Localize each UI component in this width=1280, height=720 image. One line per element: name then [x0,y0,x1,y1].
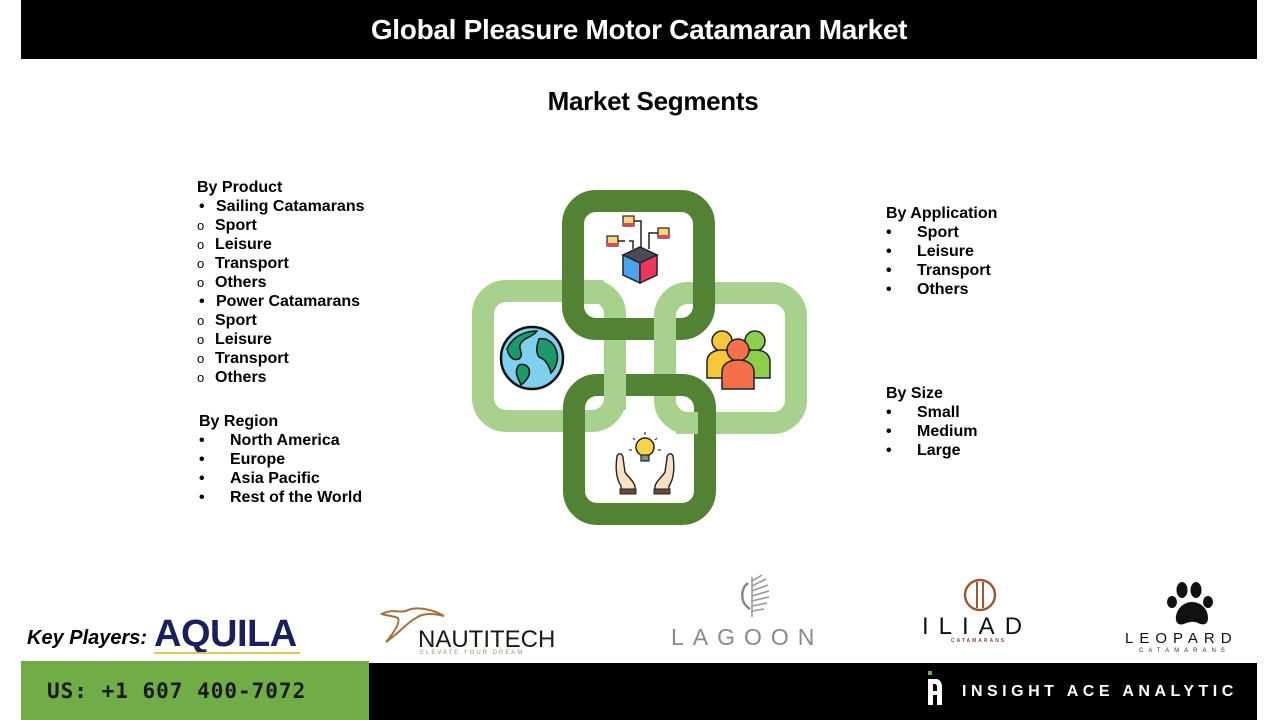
brand-bar [369,663,1257,720]
list-item: •Sport [886,224,959,241]
segment-by-size: By Size •Small •Medium •Large [886,384,977,460]
people-group-icon [706,330,771,390]
brand-name: INSIGHT ACE ANALYTIC [962,683,1238,700]
ring-crossing [604,374,626,410]
section-subtitle: Market Segments [547,86,759,116]
logo-iliad: ILIAD [922,613,1033,640]
list-item: •Europe [199,451,286,468]
ring-crossing [584,280,604,304]
list-item: •North America [199,432,340,449]
globe-icon [499,325,565,391]
phone-bar: US: +1 607 400-7072 [21,661,369,720]
segment-heading: By Product [197,179,283,196]
iliad-emblem-icon [963,578,997,612]
list-item: •Sailing Catamarans [199,198,365,215]
list-item: •Rest of the World [199,489,363,506]
ring-bottom [563,374,716,525]
list-item: •Small [886,404,960,421]
leopard-paw-icon [1167,582,1213,625]
ring-top [562,190,715,340]
logo-lagoon: LAGOON [671,624,824,650]
list-item: •Others [886,281,969,298]
logo-aquila: AQUILA [154,613,297,655]
segment-by-region: By Region •North America •Europe •Asia P… [199,412,362,507]
insight-ace-logo-icon [928,671,942,705]
network-cube-icon [606,215,670,285]
ring-crossing [676,412,698,434]
segment-heading: By Application [886,205,998,222]
page-title: Global Pleasure Motor Catamaran Market [370,13,908,45]
title-bar: Global Pleasure Motor Catamaran Market [21,0,1257,59]
list-item: •Transport [886,262,991,279]
logo-nautitech: NAUTITECH [418,626,556,653]
list-item: •Leisure [886,243,974,260]
lagoon-palm-icon [741,574,770,617]
logo-iliad-tagline: CATAMARANS [951,638,1007,644]
nautitech-swoosh-icon [379,607,445,643]
list-item: •Asia Pacific [199,470,320,487]
key-players-label: Key Players: [27,627,148,649]
list-item: •Power Catamarans [199,293,361,310]
list-item: •Large [886,442,961,459]
logo-aquila-underline [154,652,300,654]
segment-heading: By Size [886,385,943,402]
segment-heading: By Region [199,413,279,430]
list-item: •Medium [886,423,978,440]
ring-crossing [654,318,676,340]
hands-lightbulb-icon [615,432,675,495]
logo-nautitech-tagline: ELEVATE YOUR DREAM [420,650,525,656]
logo-leopard-tagline: CATAMARANS [1139,648,1230,654]
phone-number[interactable]: US: +1 607 400-7072 [47,678,307,703]
segment-by-application: By Application •Sport •Leisure •Transpor… [886,204,997,299]
logo-leopard: LEOPARD [1125,630,1238,647]
